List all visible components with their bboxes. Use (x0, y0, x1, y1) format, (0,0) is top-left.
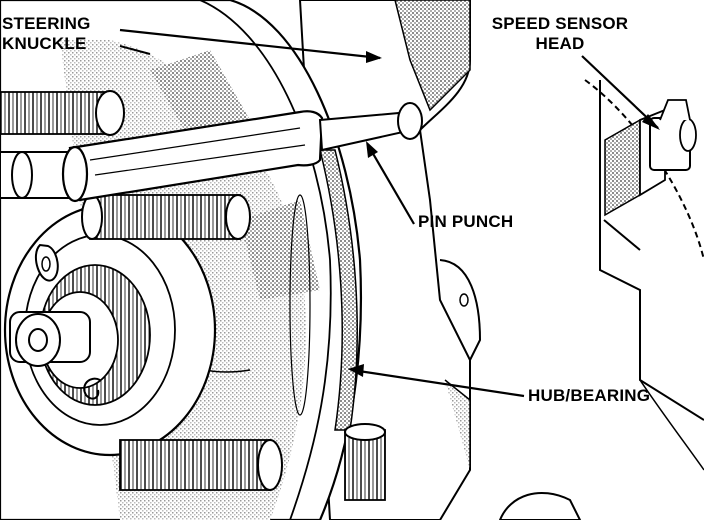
leader-hub-bearing (351, 368, 525, 398)
stud-lower (119, 439, 283, 491)
leader-speed-sensor (581, 55, 659, 129)
hub-bearing-label: HUB/BEARING (528, 386, 650, 406)
speed-sensor-head-label: SPEED SENSOR HEAD (480, 14, 640, 54)
speed-sensor-label-line1: SPEED SENSOR (491, 14, 629, 33)
stud-top (0, 90, 125, 136)
bearing-center (3, 203, 217, 457)
speed-sensor-assembly (584, 79, 704, 471)
stud-middle (81, 194, 251, 240)
steering-knuckle-label: STEERING KNUCKLE (2, 14, 91, 54)
wheel-studs (0, 90, 386, 501)
leader-lines (119, 28, 660, 398)
speed-sensor-label-line2: HEAD (535, 34, 585, 53)
stud-bottom (344, 423, 386, 501)
hub-bearing-label-text: HUB/BEARING (528, 386, 651, 405)
leader-pin-punch (367, 144, 415, 225)
steering-knuckle-label-line2: KNUCKLE (2, 34, 87, 53)
steering-knuckle-label-line1: STEERING (2, 14, 91, 33)
leader-knuckle-lower (119, 45, 151, 55)
leader-steering-knuckle (119, 28, 381, 60)
pin-punch-label-text: PIN PUNCH (418, 212, 514, 231)
pin-punch-label: PIN PUNCH (418, 212, 513, 232)
pin-punch-tool (61, 102, 423, 203)
